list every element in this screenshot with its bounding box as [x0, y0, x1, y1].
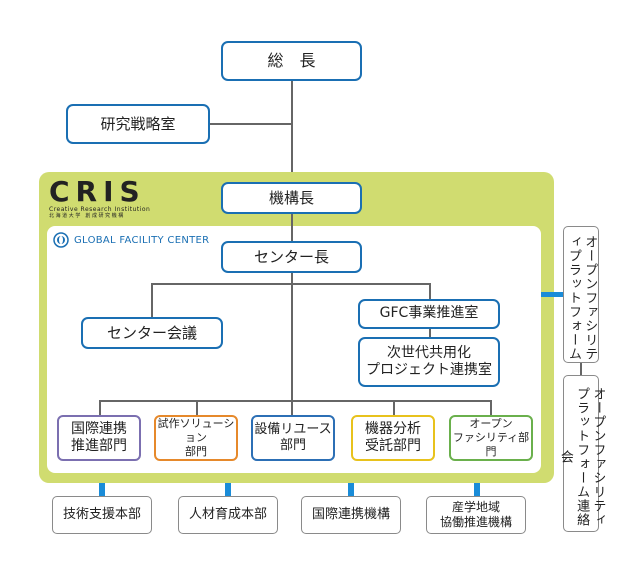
- ext-international-label: 国際連携機構: [311, 506, 390, 522]
- director-box: 機構長: [221, 182, 362, 214]
- side-platform: オープンファシリティプラットフォーム: [563, 226, 599, 363]
- promotion-office-box: GFC事業推進室: [358, 299, 500, 329]
- ext-connector-4: [474, 483, 480, 496]
- gfc-logo-text: GLOBAL FACILITY CENTER: [74, 234, 210, 246]
- dept-international: 国際連携 推進部門: [57, 415, 141, 461]
- ext-hr-development-label: 人材育成本部: [188, 506, 267, 522]
- cris-logo-sub-jp: 北 海 道 大 学 創 成 研 究 機 構: [49, 213, 124, 219]
- ext-connector-2: [225, 483, 231, 496]
- connector-director-centerhead: [291, 212, 293, 242]
- connector-side: [580, 363, 582, 375]
- connector-strategy-office: [210, 123, 292, 125]
- side-platform-council-label: オープンファシリティプラットフォーム連絡会: [557, 386, 606, 527]
- next-gen-office-box: 次世代共用化 プロジェクト連携室: [358, 337, 500, 387]
- dept-analysis-label: 機器分析 受託部門: [365, 420, 421, 455]
- next-gen-office-label: 次世代共用化 プロジェクト連携室: [366, 344, 492, 379]
- ext-tech-support-label: 技術支援本部: [62, 506, 141, 522]
- connector-centerhead-down: [291, 271, 293, 416]
- dept-analysis: 機器分析 受託部門: [351, 415, 435, 461]
- meeting-label: センター会議: [106, 323, 197, 342]
- globe-icon: [53, 232, 69, 248]
- connector-promotion-nextgen: [429, 328, 431, 338]
- connector-branch-horizontal: [151, 283, 431, 285]
- strategy-office-box: 研究戦略室: [66, 104, 210, 144]
- ext-hr-development: 人材育成本部: [178, 496, 278, 534]
- president-label: 総 長: [267, 51, 316, 70]
- cris-logo-sub-en: Creative Research Institution: [49, 206, 151, 213]
- dept-reuse-label: 設備リユース 部門: [254, 421, 332, 453]
- ext-industry-collab: 産学地域 協働推進機構: [426, 496, 526, 534]
- connector-branch-left: [151, 283, 153, 319]
- ext-industry-collab-label: 産学地域 協働推進機構: [439, 500, 512, 529]
- dept-open-facility: オープン ファシリティ部門: [449, 415, 533, 461]
- dept-prototype: 試作ソリューション 部門: [154, 415, 238, 461]
- connector-dept-5: [490, 400, 492, 416]
- ext-international: 国際連携機構: [301, 496, 401, 534]
- dept-international-label: 国際連携 推進部門: [71, 420, 127, 455]
- gfc-logo: GLOBAL FACILITY CENTER: [53, 231, 209, 249]
- connector-dept-4: [393, 400, 395, 416]
- connector-dept-2: [196, 400, 198, 416]
- center-head-box: センター長: [221, 241, 362, 273]
- dept-open-facility-label: オープン ファシリティ部門: [452, 417, 530, 458]
- dept-reuse: 設備リユース 部門: [251, 415, 335, 461]
- side-connector: [541, 292, 563, 297]
- side-platform-council: オープンファシリティプラットフォーム連絡会: [558, 375, 605, 532]
- director-label: 機構長: [268, 188, 314, 207]
- connector-branch-right: [429, 283, 431, 300]
- connector-president-director: [291, 81, 293, 184]
- ext-connector-3: [348, 483, 354, 496]
- connector-dept-1: [99, 400, 101, 416]
- cris-logo-text: CRIS: [49, 175, 146, 208]
- side-platform-label: オープンファシリティプラットフォーム: [566, 234, 598, 361]
- cris-logo: CRIS Creative Research Institution 北 海 道…: [49, 175, 179, 220]
- meeting-box: センター会議: [81, 317, 223, 349]
- president-box: 総 長: [221, 41, 362, 81]
- ext-tech-support: 技術支援本部: [52, 496, 152, 534]
- connector-dept-horizontal: [99, 400, 492, 402]
- promotion-office-label: GFC事業推進室: [379, 305, 479, 322]
- center-head-label: センター長: [253, 247, 329, 266]
- ext-connector-1: [99, 483, 105, 496]
- dept-prototype-label: 試作ソリューション 部門: [157, 417, 235, 458]
- strategy-office-label: 研究戦略室: [100, 114, 176, 133]
